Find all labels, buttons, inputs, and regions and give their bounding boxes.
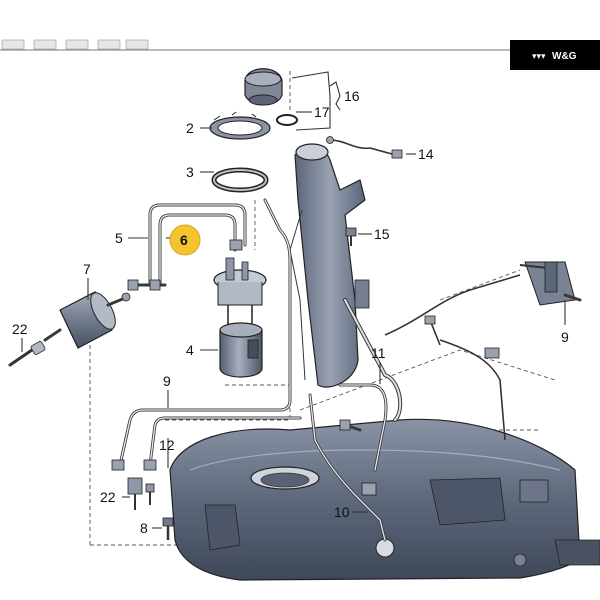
callout-14: 14 (418, 146, 434, 162)
callout-5: 5 (115, 230, 123, 246)
part-5-fuel-lines (127, 203, 247, 291)
callout-12: 12 (159, 437, 175, 453)
part-22-lower-clips (127, 477, 155, 510)
part-4-fuel-pump-assembly (213, 257, 267, 378)
callout-22b: 22 (100, 489, 116, 505)
brand-logo-icon: ▾▾▾ (532, 51, 546, 61)
brand-badge-text: W&G (552, 51, 577, 62)
part-2-locking-ring (209, 111, 271, 140)
callouts: 2 3 4 5 6 7 22 9 12 22 8 10 11 9 14 15 1… (12, 88, 569, 536)
part-16-fuel-cap (244, 68, 283, 106)
callout-11: 11 (371, 345, 386, 361)
callout-17: 17 (314, 104, 330, 120)
fuel-tank (169, 418, 600, 581)
part-7-fuel-filter (43, 291, 131, 349)
brand-badge: ▾▾▾ W&G (510, 40, 600, 70)
part-22-upper-connector (8, 341, 46, 367)
part-9-12-fuel-lines (111, 198, 302, 471)
part-10-11-vent-lines (308, 383, 388, 542)
callout-9b: 9 (561, 329, 569, 345)
part-8-bolt (162, 517, 174, 540)
highlight-marker (169, 224, 201, 256)
callout-3: 3 (186, 164, 194, 180)
dashed-frame (89, 70, 556, 546)
callout-15: 15 (374, 226, 390, 242)
part-14-sensor-wire (326, 136, 403, 159)
part-3-seal (211, 167, 269, 193)
callout-2: 2 (186, 120, 194, 136)
callout-4: 4 (186, 342, 194, 358)
callout-8: 8 (140, 520, 148, 536)
callout-16: 16 (344, 88, 360, 104)
callout-10: 10 (334, 504, 350, 520)
callout-6: 6 (180, 232, 188, 248)
part-15-screw (345, 227, 357, 246)
callout-7: 7 (83, 261, 91, 277)
callout-9a: 9 (163, 373, 171, 389)
leader-lines (21, 71, 566, 529)
filler-neck (289, 143, 403, 422)
callout-22a: 22 (12, 321, 28, 337)
top-toolbar-strip (0, 39, 600, 51)
part-17-o-ring (276, 114, 298, 126)
part-9-vent-valve (384, 261, 582, 441)
